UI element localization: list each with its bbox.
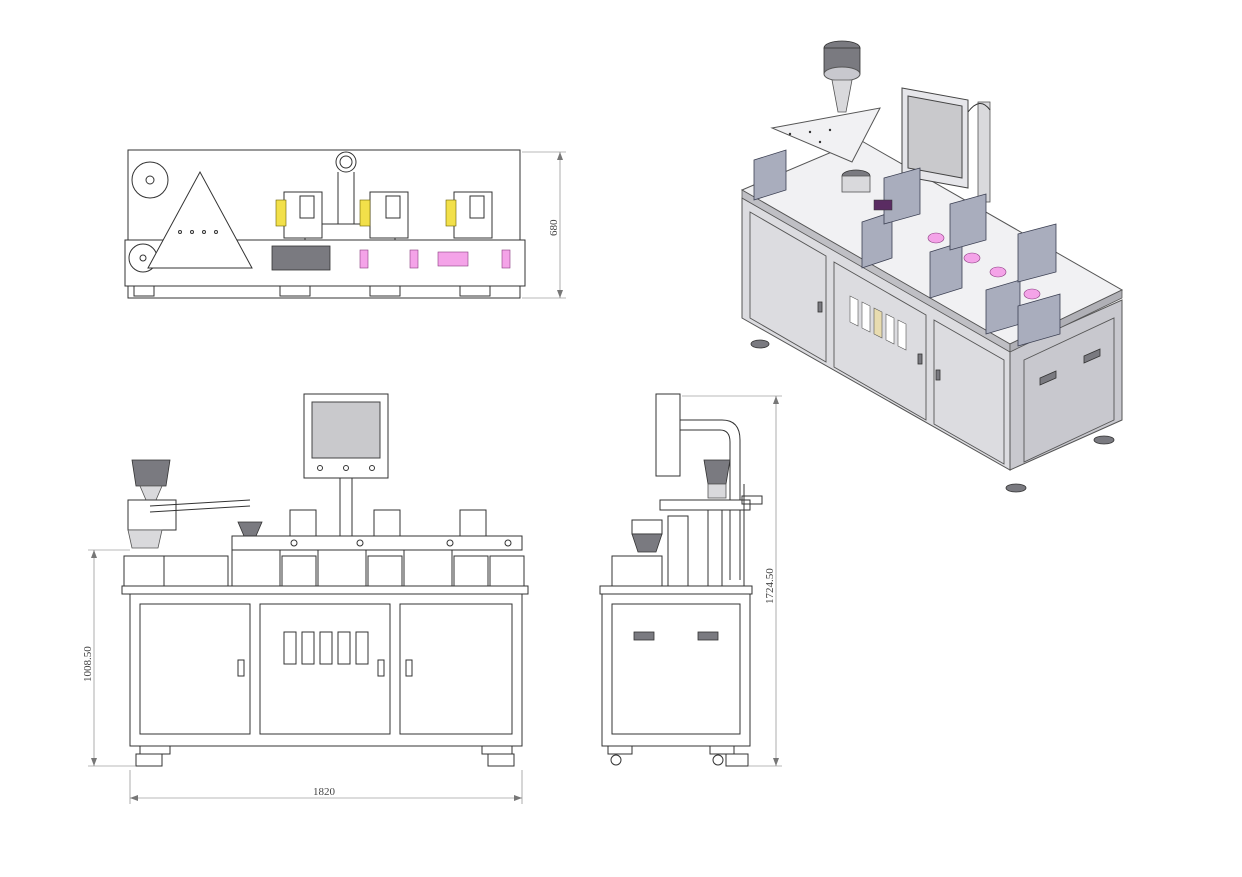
front-view-hopper xyxy=(131,459,171,487)
top-view-reel-upper xyxy=(131,161,169,199)
top-view-pink-part xyxy=(359,249,369,269)
iso-monitor-post xyxy=(977,101,991,203)
front-view: 1008.50 1820 xyxy=(82,393,529,804)
iso-door-right xyxy=(933,319,1005,465)
front-view-door-left xyxy=(139,603,251,735)
front-view-rail xyxy=(231,535,523,551)
side-view-side-door xyxy=(611,603,741,735)
top-view: 680 xyxy=(124,149,566,299)
top-view-station-3 xyxy=(445,191,493,239)
front-view-door-middle xyxy=(259,603,391,735)
side-view-cabinet xyxy=(601,593,751,747)
side-view: 1724.50 xyxy=(599,393,782,767)
front-view-door-right xyxy=(399,603,513,735)
top-view-hopper xyxy=(335,151,357,173)
top-view-depth-label: 680 xyxy=(548,219,560,236)
front-view-table-top xyxy=(121,585,529,595)
iso-triangle-plate xyxy=(770,107,881,163)
side-view-table-top xyxy=(599,585,753,595)
iso-station-units xyxy=(753,149,1061,347)
side-view-hopper xyxy=(703,459,731,485)
front-view-width-label: 1820 xyxy=(313,786,336,798)
top-view-dark-block xyxy=(271,245,331,271)
side-view-monitor-arm xyxy=(680,419,741,580)
iso-cabinet-side xyxy=(1009,299,1123,471)
front-view-station-module xyxy=(231,549,281,587)
side-view-monitor xyxy=(655,393,681,477)
isometric-view xyxy=(740,40,1124,493)
iso-pink-part xyxy=(927,232,945,244)
side-view-height-label: 1724.50 xyxy=(764,568,776,604)
front-view-height-label: 1008.50 xyxy=(82,646,94,682)
top-view-station-1 xyxy=(275,191,323,239)
top-view-station-2 xyxy=(359,191,409,239)
iso-door-middle xyxy=(833,261,927,421)
top-view-triangle-plate xyxy=(147,170,253,269)
iso-door-left xyxy=(749,211,827,363)
iso-side-door xyxy=(1023,317,1115,463)
front-view-cabinet xyxy=(129,593,523,747)
